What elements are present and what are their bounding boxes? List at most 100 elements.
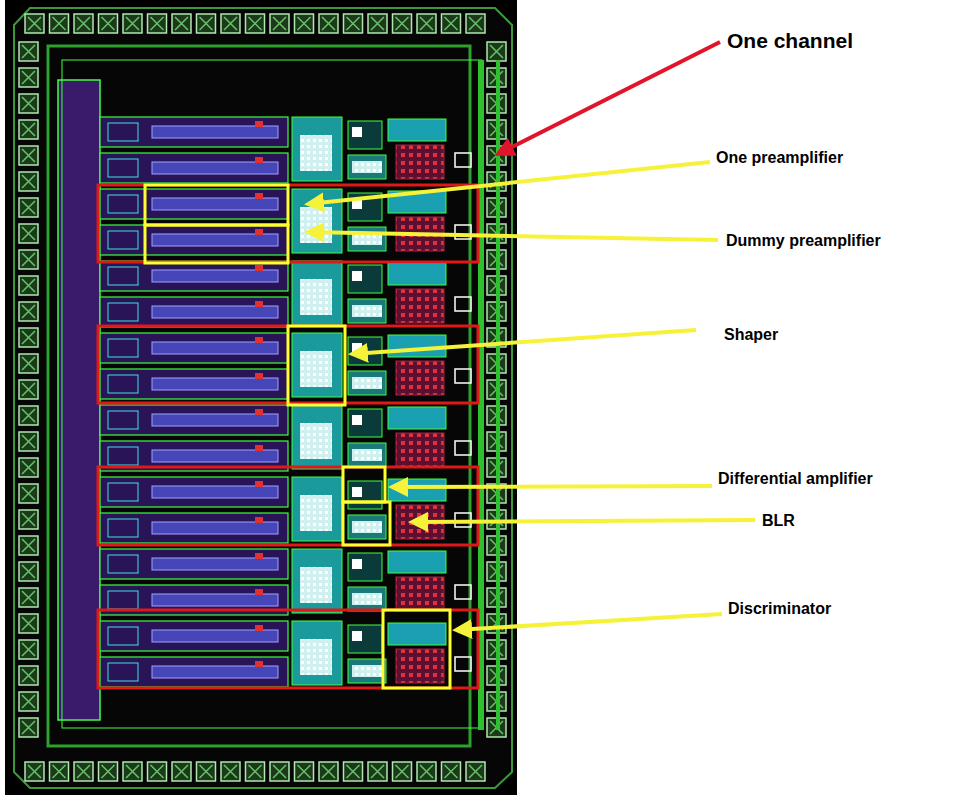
bond-pad <box>393 762 412 781</box>
preamp-cell <box>100 405 288 435</box>
pad-cross <box>249 17 262 30</box>
blr-cell <box>348 299 386 323</box>
bond-pad <box>123 14 142 33</box>
pad-cross <box>322 17 335 30</box>
pad-cross <box>22 175 35 188</box>
diff-amp-cell <box>348 409 382 437</box>
callout-label: Dummy preamplifier <box>726 232 881 250</box>
preamp-cell <box>100 189 288 219</box>
shaper-cell <box>292 261 342 325</box>
bond-pad <box>19 380 38 399</box>
preamp-device <box>152 162 278 174</box>
pad-cross <box>53 17 66 30</box>
contact <box>255 589 263 595</box>
pad-cross <box>22 201 35 214</box>
pad-cross <box>298 765 311 778</box>
pad-cross <box>22 669 35 682</box>
shaper-capacitor <box>300 423 332 459</box>
pad-cross <box>396 17 409 30</box>
disc-array <box>396 433 444 467</box>
preamp-input <box>108 483 138 501</box>
pad-cross <box>28 765 41 778</box>
shaper-capacitor <box>300 135 332 171</box>
contact <box>255 193 263 199</box>
preamp-cell <box>100 117 288 147</box>
diff-amp-cell <box>348 265 382 293</box>
pad-cross <box>151 17 164 30</box>
bond-pad <box>148 762 167 781</box>
pad-cross <box>347 17 360 30</box>
bond-pad <box>99 14 118 33</box>
preamp-cell <box>100 621 288 651</box>
bond-pad <box>368 14 387 33</box>
bond-pad <box>172 762 191 781</box>
preamp-device <box>152 378 278 390</box>
pad-cross <box>22 591 35 604</box>
bond-pad <box>19 68 38 87</box>
pad-cross <box>22 227 35 240</box>
pad-cross <box>22 565 35 578</box>
pad-cross <box>22 409 35 422</box>
disc-array <box>396 145 444 179</box>
bond-pad <box>221 14 240 33</box>
blr-cell <box>348 371 386 395</box>
shaper-capacitor <box>300 207 332 243</box>
bond-pad <box>197 762 216 781</box>
preamp-device <box>152 126 278 138</box>
preamp-input <box>108 303 138 321</box>
preamp-cell <box>100 369 288 399</box>
callout-label: One channel <box>727 29 853 53</box>
shaper-capacitor <box>300 279 332 315</box>
disc-array <box>396 289 444 323</box>
bond-pad <box>50 762 69 781</box>
pad-cross <box>469 17 482 30</box>
preamp-device <box>152 342 278 354</box>
blr-cell <box>348 155 386 179</box>
device <box>352 271 362 281</box>
bond-pad <box>19 692 38 711</box>
bond-pad <box>19 562 38 581</box>
preamp-device <box>152 486 278 498</box>
bond-pad <box>19 172 38 191</box>
pad-cross <box>371 765 384 778</box>
bond-pad <box>19 432 38 451</box>
pad-cross <box>22 617 35 630</box>
bond-pad <box>197 14 216 33</box>
bond-pad <box>19 666 38 685</box>
pad-cross <box>53 765 66 778</box>
bond-pad <box>19 484 38 503</box>
bond-pad <box>417 762 436 781</box>
bond-pad <box>246 14 265 33</box>
disc-logic <box>388 119 446 141</box>
contact <box>255 445 263 451</box>
bond-pad <box>19 536 38 555</box>
shaper-cell <box>292 189 342 253</box>
pad-cross <box>22 123 35 136</box>
bond-pad <box>319 762 338 781</box>
preamp-input <box>108 519 138 537</box>
preamp-cell <box>100 225 288 255</box>
diff-amp-cell <box>348 481 382 509</box>
preamp-input <box>108 231 138 249</box>
preamp-cell <box>100 513 288 543</box>
bond-pad <box>99 762 118 781</box>
contact <box>255 661 263 667</box>
pad-cross <box>22 357 35 370</box>
preamp-input <box>108 195 138 213</box>
bond-pad <box>19 718 38 737</box>
pad-cross <box>200 17 213 30</box>
pad-cross <box>22 331 35 344</box>
preamp-device <box>152 198 278 210</box>
preamp-input <box>108 159 138 177</box>
preamp-device <box>152 666 278 678</box>
pad-cross <box>322 765 335 778</box>
bond-pad <box>246 762 265 781</box>
bond-pad <box>442 14 461 33</box>
blr-device <box>352 305 382 317</box>
callout-label: Discriminator <box>728 600 831 618</box>
preamp-input <box>108 375 138 393</box>
bond-pad <box>19 614 38 633</box>
preamp-cell <box>100 297 288 327</box>
preamp-device <box>152 414 278 426</box>
